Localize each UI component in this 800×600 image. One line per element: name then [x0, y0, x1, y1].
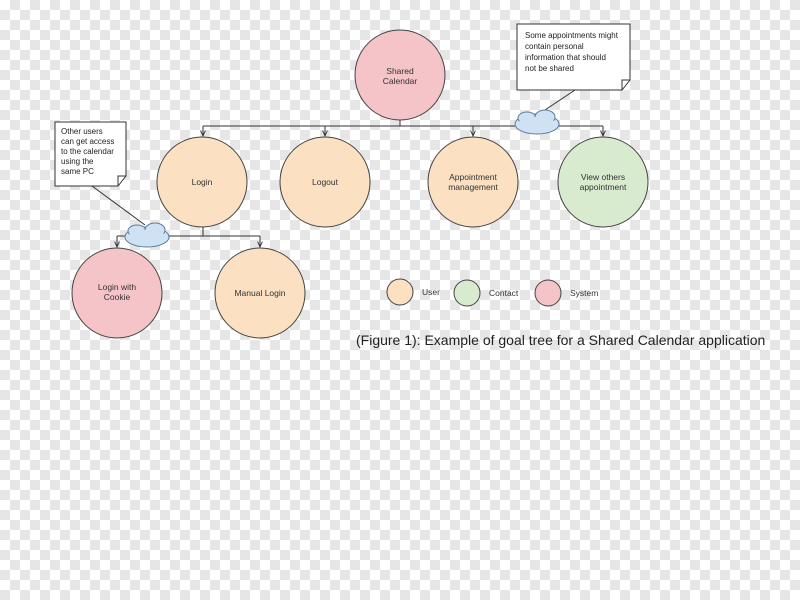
- note-line: not be shared: [525, 64, 574, 73]
- legend: User Contact System: [386, 278, 598, 307]
- figure-caption: (Figure 1): Example of goal tree for a S…: [356, 332, 766, 348]
- node-manual-login: Manual Login: [214, 247, 306, 339]
- node-label-line: Logout: [312, 177, 339, 187]
- note-line: using the: [61, 157, 94, 166]
- node-label-line: Login: [192, 177, 213, 187]
- node-shared-calendar: Shared Calendar: [354, 29, 446, 121]
- note-line: can get access: [61, 137, 114, 146]
- node-login: Login: [156, 136, 248, 228]
- node-logout: Logout: [279, 136, 371, 228]
- legend-item-contact: Contact: [453, 279, 519, 307]
- node-label-line: View others: [581, 172, 625, 182]
- node-appointment-management: Appointment management: [427, 136, 519, 228]
- node-label-line: Login with: [98, 282, 137, 292]
- cloud-icon: [124, 222, 170, 248]
- note-line: information that should: [525, 53, 606, 62]
- node-label-line: Manual Login: [234, 288, 285, 298]
- node-label-line: Appointment: [449, 172, 497, 182]
- legend-item-system: System: [534, 279, 598, 307]
- note-line: Some appointments might: [525, 31, 619, 40]
- node-label-line: Cookie: [104, 292, 131, 302]
- node-label-line: Calendar: [383, 76, 418, 86]
- legend-item-user: User: [386, 278, 440, 306]
- cloud-icon: [514, 109, 560, 135]
- note-line: to the calendar: [61, 147, 114, 156]
- note-line: same PC: [61, 167, 94, 176]
- legend-label: Contact: [489, 288, 519, 298]
- node-login-with-cookie: Login with Cookie: [71, 247, 163, 339]
- node-label-line: management: [448, 182, 498, 192]
- note-privacy: Some appointments might contain personal…: [516, 23, 631, 113]
- note-shared-pc: Other users can get access to the calend…: [54, 121, 146, 226]
- note-line: contain personal: [525, 42, 584, 51]
- note-line: Other users: [61, 127, 103, 136]
- legend-label: User: [422, 287, 440, 297]
- node-label-line: Shared: [386, 66, 414, 76]
- legend-label: System: [570, 288, 598, 298]
- node-view-others-appointment: View others appointment: [557, 136, 649, 228]
- node-label-line: appointment: [580, 182, 627, 192]
